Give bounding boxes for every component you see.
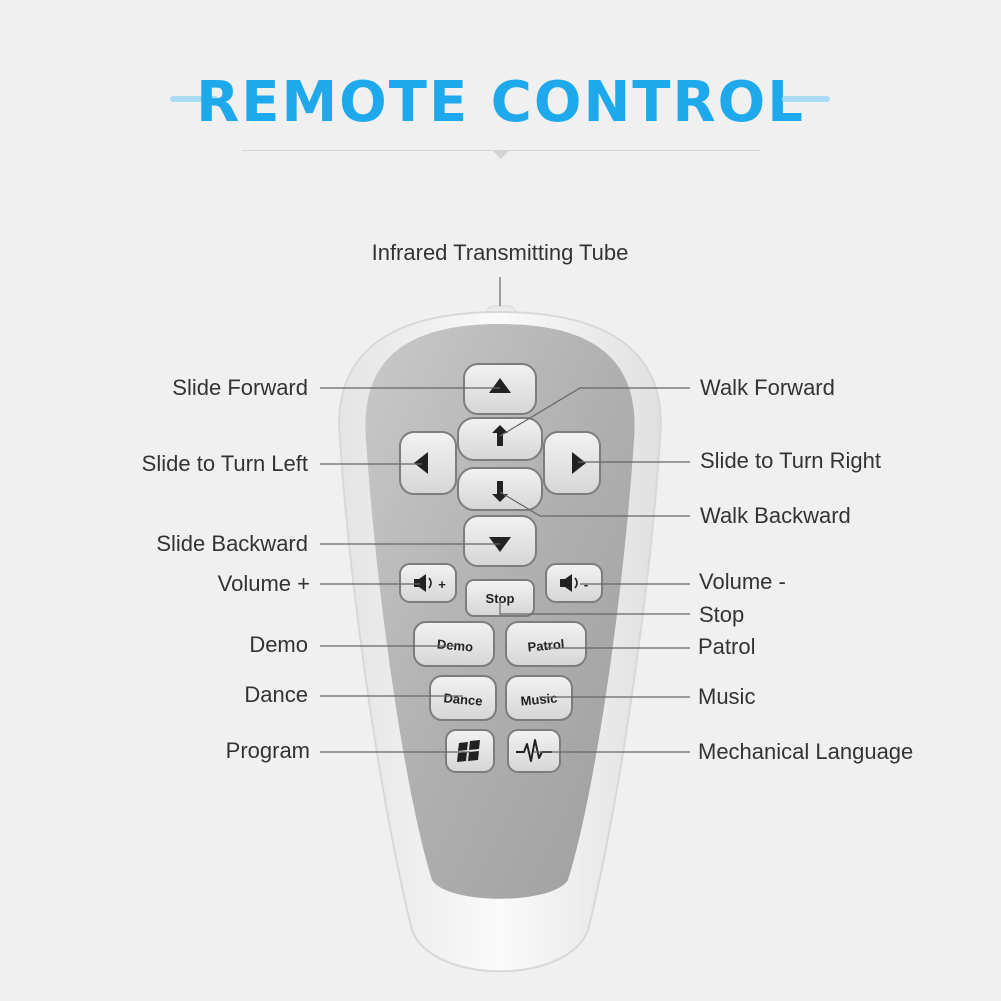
title-dash-right	[782, 96, 830, 102]
slide-forward-button[interactable]	[463, 363, 537, 415]
music-button-label: Music	[520, 690, 558, 708]
callout-walk-backward	[499, 491, 690, 517]
label-walk-backward: Walk Backward	[700, 503, 851, 528]
stop-button[interactable]: Stop	[465, 579, 535, 617]
title-divider	[242, 150, 760, 151]
windows-logo-icon	[457, 740, 480, 762]
label-volume-plus: Volume +	[217, 571, 310, 596]
slide-backward-button[interactable]	[463, 515, 537, 567]
label-walk-forward: Walk Forward	[700, 375, 835, 400]
label-program: Program	[225, 738, 310, 763]
walk-backward-icon	[492, 481, 508, 502]
divider-notch	[493, 151, 509, 159]
mechanical-language-button[interactable]	[507, 729, 561, 773]
patrol-button-label: Patrol	[527, 636, 565, 654]
demo-button-label: Demo	[436, 636, 473, 654]
volume-minus-button[interactable]: -	[545, 563, 603, 603]
label-infrared: Infrared Transmitting Tube	[371, 240, 629, 265]
callout-walk-forward	[499, 387, 690, 437]
label-slide-turn-right: Slide to Turn Right	[700, 448, 881, 473]
label-slide-backward: Slide Backward	[156, 531, 308, 556]
triangle-left-icon	[414, 452, 428, 474]
volume-plus-button[interactable]: +	[399, 563, 457, 603]
triangle-right-icon	[572, 452, 586, 474]
label-demo: Demo	[249, 632, 308, 657]
speaker-icon	[560, 574, 578, 592]
slide-turn-left-button[interactable]	[399, 431, 457, 495]
label-slide-forward: Slide Forward	[172, 375, 308, 400]
demo-button[interactable]: Demo	[413, 621, 495, 667]
slide-turn-right-button[interactable]	[543, 431, 601, 495]
page-title: REMOTE CONTROL	[196, 70, 805, 135]
label-patrol: Patrol	[698, 634, 756, 659]
dance-button-label: Dance	[443, 690, 483, 708]
label-stop: Stop	[699, 602, 745, 627]
label-dance: Dance	[244, 682, 308, 707]
label-slide-turn-left: Slide to Turn Left	[141, 451, 308, 476]
volume-plus-symbol: +	[438, 577, 446, 592]
callout-stop	[499, 600, 690, 615]
walk-backward-button[interactable]	[457, 467, 543, 511]
stop-button-label: Stop	[486, 591, 515, 606]
music-button[interactable]: Music	[505, 675, 573, 721]
triangle-up-icon	[489, 378, 511, 393]
speaker-icon	[414, 574, 432, 592]
program-button[interactable]	[445, 729, 495, 773]
title-dash-left	[170, 96, 218, 102]
waveform-icon	[516, 739, 552, 762]
dance-button[interactable]: Dance	[429, 675, 497, 721]
walk-forward-button[interactable]	[457, 417, 543, 461]
label-volume-minus: Volume -	[699, 569, 786, 594]
label-mechanical-language: Mechanical Language	[698, 739, 914, 764]
callout-lines	[320, 277, 690, 753]
label-music: Music	[698, 684, 756, 709]
patrol-button[interactable]: Patrol	[505, 621, 587, 667]
